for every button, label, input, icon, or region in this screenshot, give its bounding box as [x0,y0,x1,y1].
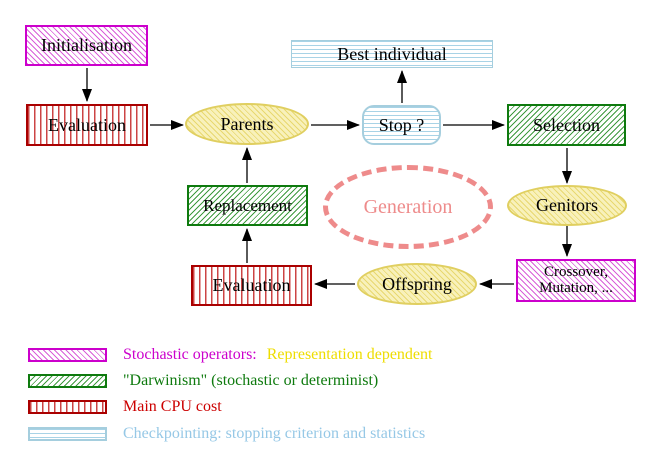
node-genitors: Genitors [507,185,627,226]
legend-swatch-cyan [28,427,107,441]
legend-item-darwinism: "Darwinism" (stochastic or determinist) [28,372,378,390]
legend-label-secondary: Representation dependent [266,346,433,363]
legend-label: Stochastic operators: [123,346,257,363]
node-evaluation-top: Evaluation [26,104,148,146]
node-best-individual: Best individual [291,40,493,68]
node-initialisation: Initialisation [25,25,148,66]
legend-swatch-red [28,400,107,414]
node-parents: Parents [185,103,309,145]
node-replacement: Replacement [187,185,308,226]
legend-swatch-magenta [28,348,107,362]
node-selection: Selection [507,104,626,146]
node-offspring: Offspring [357,263,477,305]
crossover-line2: Mutation, ... [539,279,613,296]
legend-item-main-cpu-cost: Main CPU cost [28,398,222,416]
legend-label: Main CPU cost [123,398,222,415]
legend-item-checkpointing: Checkpointing: stopping criterion and st… [28,425,425,443]
node-stop: Stop ? [362,105,441,145]
node-generation: Generation [323,165,493,249]
node-crossover-mutation: Crossover, Mutation, ... [516,259,636,302]
legend-item-stochastic-operators: Stochastic operators: Representation dep… [28,346,432,364]
legend-label: Checkpointing: stopping criterion and st… [123,425,426,442]
node-evaluation-bottom: Evaluation [191,265,312,306]
legend-swatch-green [28,374,107,388]
legend-label: "Darwinism" (stochastic or determinist) [123,372,379,389]
crossover-line1: Crossover, [544,263,608,280]
